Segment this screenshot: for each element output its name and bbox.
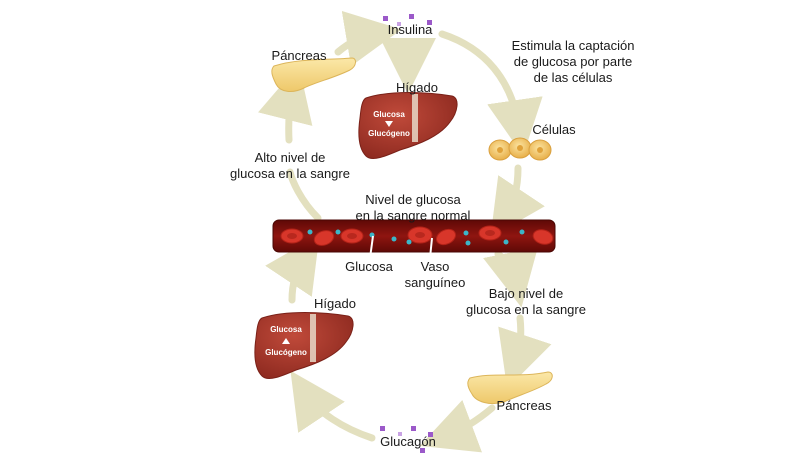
liver-top-illustration: Glucosa Glucógeno bbox=[358, 92, 458, 159]
insulin-label: Insulina bbox=[387, 22, 433, 37]
arrow-pancreas-to-glucagon bbox=[419, 399, 496, 453]
low-glucose-line-2: glucosa en la sangre bbox=[466, 302, 586, 317]
arrow-glucagon-to-liver bbox=[290, 370, 376, 442]
liver-top-to-label: Glucógeno bbox=[368, 129, 410, 138]
high-glucose-line-1: Alto nivel de bbox=[254, 150, 326, 165]
pancreas-bottom-illustration bbox=[467, 371, 553, 405]
glucagon-molecules bbox=[380, 426, 433, 453]
low-glucose-line-1: Bajo nivel de bbox=[488, 286, 564, 301]
liver-top-from-label: Glucosa bbox=[373, 110, 405, 119]
liver-bottom-label: Hígado bbox=[314, 296, 356, 311]
arrow-high-to-pancreas bbox=[258, 64, 313, 144]
cells-label: Células bbox=[532, 122, 576, 137]
rbc-centers bbox=[287, 230, 495, 239]
vessel-line-1: Vaso bbox=[420, 259, 450, 274]
glucagon-label: Glucagón bbox=[380, 434, 436, 449]
high-glucose-label: Alto nivel de glucosa en la sangre bbox=[220, 150, 360, 182]
high-glucose-line-2: glucosa en la sangre bbox=[230, 166, 350, 181]
normal-glucose-label: Nivel de glucosa en la sangre normal bbox=[343, 192, 483, 224]
pancreas-top-label: Páncreas bbox=[271, 48, 327, 63]
vessel-label: Vaso sanguíneo bbox=[400, 259, 470, 291]
liver-bottom-illustration: Glucosa Glucógeno bbox=[254, 312, 354, 379]
arrow-insulin-to-cells bbox=[438, 30, 543, 156]
stimulate-line-1: Estimula la captación bbox=[511, 38, 635, 53]
normal-glucose-line-1: Nivel de glucosa bbox=[365, 192, 461, 207]
vessel-line-2: sanguíneo bbox=[404, 275, 466, 290]
glucose-dots bbox=[307, 229, 525, 246]
pancreas-top-illustration bbox=[271, 57, 356, 92]
stimulate-label: Estimula la captación de glucosa por par… bbox=[498, 38, 648, 86]
liver-bottom-to-label: Glucógeno bbox=[265, 348, 307, 357]
lower-cycle-arrows bbox=[265, 234, 552, 453]
liver-top-label: Hígado bbox=[396, 80, 438, 95]
arrow-cells-to-vessel bbox=[490, 164, 545, 238]
stimulate-line-2: de glucosa por parte bbox=[513, 54, 633, 69]
low-glucose-label: Bajo nivel de glucosa en la sangre bbox=[456, 286, 596, 318]
stimulate-line-3: de las células bbox=[533, 70, 613, 85]
insulin-molecules bbox=[383, 14, 432, 26]
upper-cycle-arrows bbox=[258, 10, 545, 238]
pancreas-bottom-label: Páncreas bbox=[496, 398, 552, 413]
arrow-liver-to-vessel bbox=[265, 234, 320, 304]
liver-bottom-from-label: Glucosa bbox=[270, 325, 302, 334]
arrow-vessel-to-low bbox=[483, 247, 538, 308]
arrow-vessel-to-pancreas bbox=[286, 168, 322, 222]
glucose-label: Glucosa bbox=[345, 259, 393, 274]
arrow-pancreas-to-insulin bbox=[334, 10, 402, 67]
cells-illustration bbox=[488, 137, 552, 161]
blood-vessel bbox=[272, 219, 556, 253]
normal-glucose-line-2: en la sangre normal bbox=[355, 208, 471, 223]
pointer-lines bbox=[369, 235, 433, 259]
arrow-low-to-pancreas bbox=[498, 314, 552, 389]
